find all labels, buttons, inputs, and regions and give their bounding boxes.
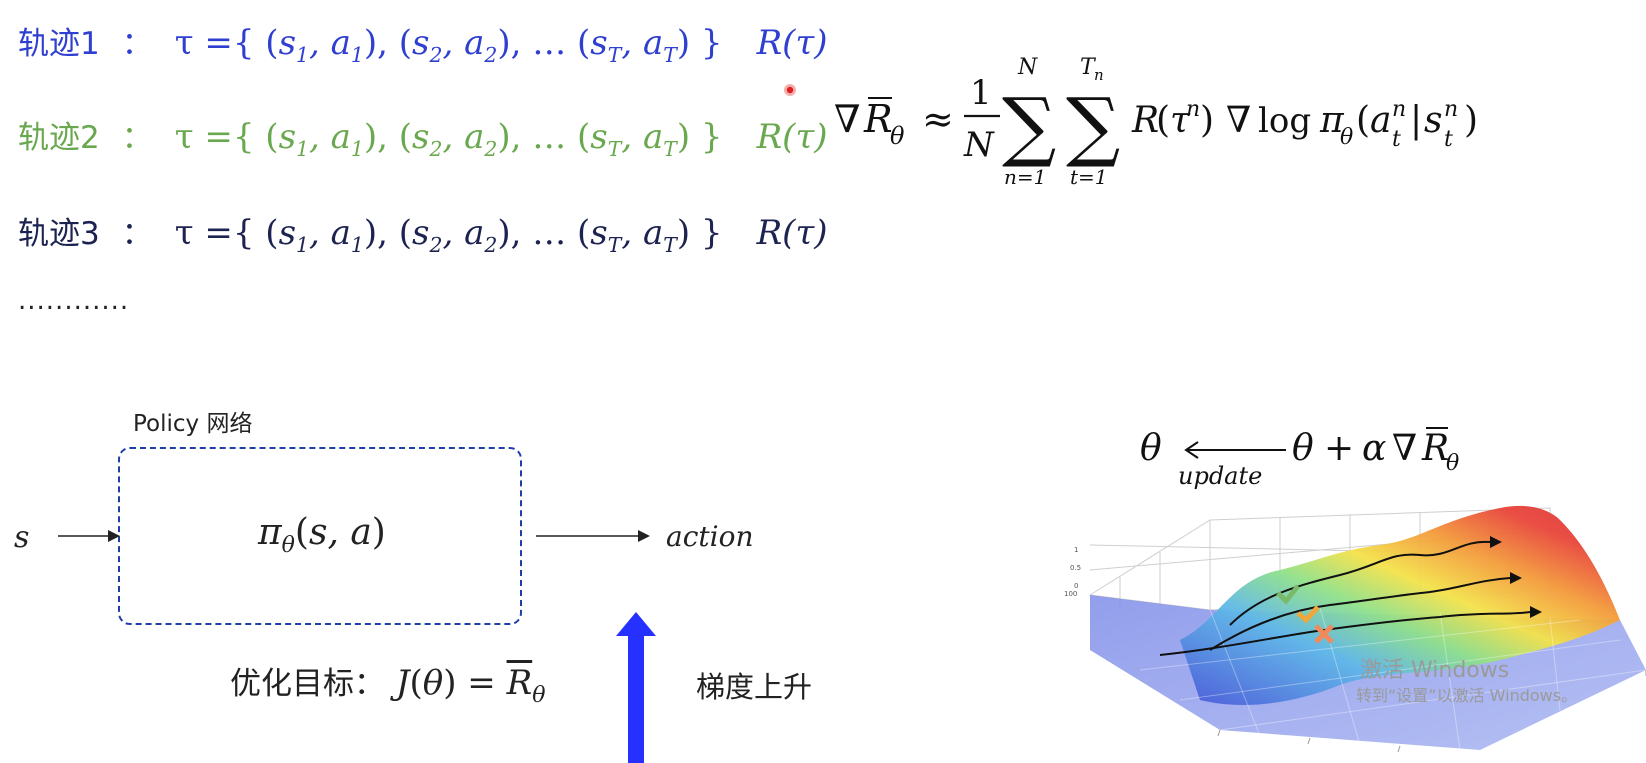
svg-text:(: (	[1356, 100, 1370, 141]
svg-text:π: π	[1319, 100, 1345, 141]
sum2-lower: t=1	[1070, 165, 1108, 189]
svg-text:θ: θ	[1340, 125, 1353, 150]
cross-orange-icon	[1314, 624, 1334, 644]
svg-text:∑: ∑	[1002, 81, 1056, 170]
svg-text:∇: ∇	[834, 97, 861, 141]
trajectory-sequence: { (s1, a1), (s2, a2), … (sT, aT) }	[232, 117, 723, 161]
svg-text:t: t	[1392, 127, 1401, 152]
svg-text:R: R	[863, 97, 893, 141]
output-arrow	[536, 530, 650, 542]
check-orange-icon	[1296, 605, 1320, 624]
trajectory-colon: ：	[121, 120, 153, 156]
policy-network-label: Policy 网络	[133, 411, 253, 437]
reward-surface-plot: 1 0.5 0 100	[1064, 505, 1646, 753]
svg-text:R: R	[1421, 428, 1449, 469]
trajectory-colon: ：	[121, 216, 153, 252]
watermark-line-2: 转到“设置”以激活 Windows。	[1356, 686, 1578, 705]
svg-text:(: (	[1156, 100, 1170, 141]
tau-equals: τ =	[174, 213, 233, 253]
svg-text:∑: ∑	[1066, 81, 1120, 170]
input-state: s	[14, 520, 30, 555]
svg-text:1: 1	[1074, 546, 1078, 554]
svg-text:θ: θ	[890, 122, 905, 150]
svg-text:): )	[1464, 100, 1478, 141]
svg-text:τ: τ	[1170, 100, 1191, 141]
trajectory-3: 轨迹3 ： τ = { (s1, a1), (s2, a2), … (sT, a…	[18, 208, 828, 257]
svg-text:+: +	[1324, 428, 1354, 469]
output-action: action	[666, 520, 754, 553]
svg-text:n: n	[1186, 97, 1200, 122]
svg-text:0.5: 0.5	[1070, 564, 1081, 572]
svg-text:s: s	[1424, 100, 1442, 141]
tau-equals: τ =	[174, 23, 233, 63]
input-arrow	[58, 530, 120, 542]
gradient-ascent-arrow	[616, 612, 656, 763]
trajectory-return: R(τ)	[756, 213, 828, 253]
svg-text:θ: θ	[1292, 428, 1314, 469]
svg-text:n: n	[1094, 66, 1104, 84]
sum1-lower: n=1	[1004, 165, 1046, 189]
svg-text:0: 0	[1074, 582, 1078, 590]
policy-gradient-formula: ∇ R θ ≈ 1 N N ∑ n=1 T n ∑ t=1 R ( τ n ) …	[834, 55, 1478, 189]
trajectory-1: 轨迹1 ： τ = { (s1, a1), (s2, a2), … (sT, a…	[18, 18, 828, 67]
svg-text:t: t	[1444, 127, 1453, 152]
svg-text:θ: θ	[1446, 451, 1459, 476]
tau-equals: τ =	[174, 117, 233, 157]
update-arrow-label: update	[1178, 462, 1262, 490]
svg-text:R: R	[1131, 100, 1159, 141]
check-green-icon	[1276, 584, 1300, 605]
svg-text:α: α	[1362, 428, 1386, 469]
trajectory-colon: ：	[121, 26, 153, 62]
svg-text:≈: ≈	[922, 97, 954, 141]
svg-text:100: 100	[1064, 590, 1077, 598]
svg-text:θ: θ	[1140, 428, 1162, 469]
trajectory-return: R(τ)	[756, 117, 828, 157]
svg-text:T: T	[1080, 55, 1097, 80]
trajectory-sequence: { (s1, a1), (s2, a2), … (sT, aT) }	[232, 213, 723, 257]
trajectory-label: 轨迹2	[18, 120, 100, 156]
update-rule: θ update θ + α ∇ R θ	[1140, 427, 1459, 490]
trajectory-2: 轨迹2 ： τ = { (s1, a1), (s2, a2), … (sT, a…	[18, 112, 828, 161]
optimization-objective: 优化目标： J(θ) = Rθ	[230, 663, 546, 708]
fraction-denominator: N	[963, 125, 995, 165]
svg-text:∇: ∇	[1226, 100, 1251, 141]
trajectory-sequence: { (s1, a1), (s2, a2), … (sT, aT) }	[232, 23, 723, 67]
svg-text:|: |	[1410, 100, 1422, 141]
trajectory-return: R(τ)	[756, 23, 828, 63]
watermark-line-1: 激活 Windows	[1360, 658, 1510, 683]
objective-prefix: 优化目标：	[230, 666, 385, 702]
trajectory-label: 轨迹3	[18, 216, 100, 252]
svg-text:a: a	[1370, 100, 1391, 141]
gradient-ascent-label: 梯度上升	[696, 670, 813, 704]
svg-text:n: n	[1392, 97, 1406, 122]
pointer-dot	[784, 84, 796, 96]
sum1-upper: N	[1017, 55, 1038, 80]
svg-text:∇: ∇	[1392, 428, 1417, 469]
ellipsis: ............	[18, 286, 130, 316]
svg-text:): )	[1200, 100, 1214, 141]
trajectory-label: 轨迹1	[18, 26, 100, 62]
fraction-numerator: 1	[970, 73, 992, 113]
svg-text:n: n	[1444, 97, 1458, 122]
policy-function: πθ(s, a)	[258, 512, 386, 559]
svg-text:log: log	[1258, 101, 1311, 141]
